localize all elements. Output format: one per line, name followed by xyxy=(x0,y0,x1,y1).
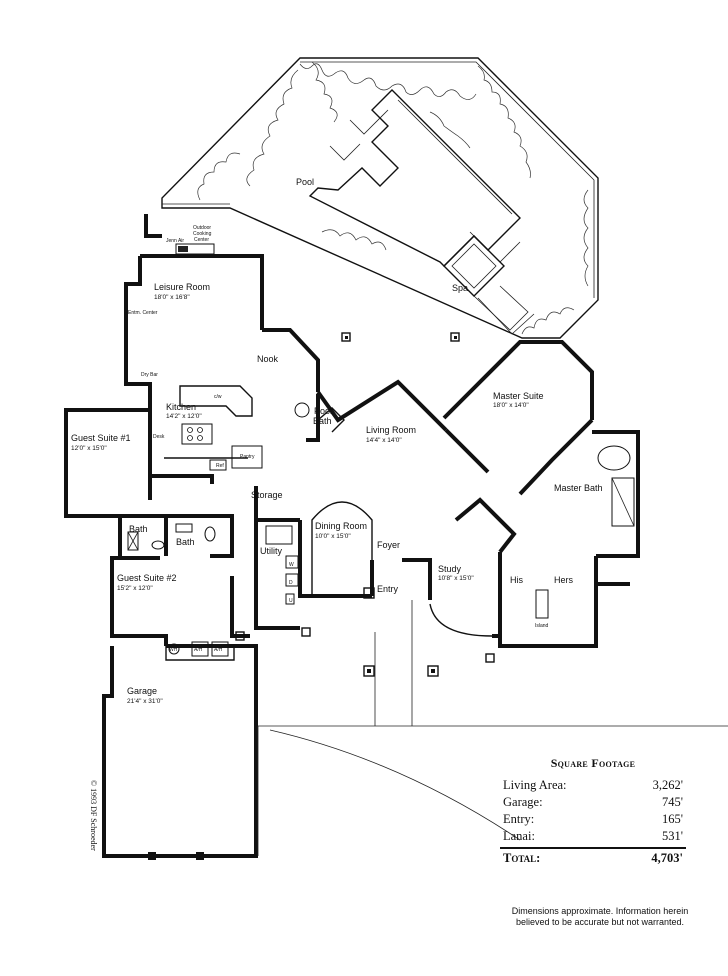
air-handler-1-label: A/H xyxy=(194,647,203,653)
entry-name: Entry xyxy=(377,584,399,594)
study-name: Study xyxy=(438,564,462,574)
leisure-room-name: Leisure Room xyxy=(154,282,210,292)
bath-a-name: Bath xyxy=(129,524,148,534)
pantry-label: Pantry xyxy=(240,454,255,460)
kitchen-name: Kitchen xyxy=(166,402,196,412)
sqft-row-total: Total: 4,703' xyxy=(500,847,686,867)
sqft-row-garage: Garage: 745' xyxy=(500,794,686,811)
cw-label: c/w xyxy=(214,394,222,400)
disclaimer-line2: believed to be accurate but not warrante… xyxy=(515,917,685,927)
sqft-value: 531' xyxy=(661,829,683,843)
master-bath-fixtures xyxy=(535,445,635,619)
leisure-room-dims: 18'0" x 16'8" xyxy=(154,294,190,301)
disclaimer-line1: Dimensions approximate. Information here… xyxy=(511,906,689,916)
sqft-row-lanai: Lanai: 531' xyxy=(500,828,686,845)
living-room-dims: 14'4" x 14'0" xyxy=(366,437,402,444)
washer-label: W xyxy=(289,562,294,568)
entm-center-label: Entm. Center xyxy=(128,310,158,316)
outdoor-cooking-line2: Cooking xyxy=(193,231,212,237)
storage-name: Storage xyxy=(251,490,283,500)
sqft-label: Entry: xyxy=(503,812,535,826)
room-labels: Leisure Room 18'0" x 16'8" Entm. Center … xyxy=(71,282,603,705)
square-footage-table: Square Footage Living Area: 3,262' Garag… xyxy=(500,756,686,867)
his-name: His xyxy=(510,575,523,585)
copyright-text: © 1993 DF Schroeder xyxy=(89,780,98,851)
jenn-air-label: Jenn Air xyxy=(166,238,184,244)
dryer-label: D xyxy=(289,580,293,586)
sqft-total-value: 4,703' xyxy=(651,851,683,865)
kitchen-fixtures xyxy=(164,385,263,471)
guest-bath-fixtures xyxy=(127,523,299,657)
entry-porch xyxy=(148,587,728,860)
sqft-total-label: Total: xyxy=(503,851,541,865)
ref-label: Ref xyxy=(216,463,224,469)
guest-suite-2-dims: 15'2" x 12'0" xyxy=(117,585,153,592)
sqft-value: 165' xyxy=(661,812,683,826)
hers-name: Hers xyxy=(554,575,574,585)
spa xyxy=(443,235,535,335)
sqft-row-entry: Entry: 165' xyxy=(500,811,686,828)
utility-name: Utility xyxy=(260,546,282,556)
pool-bath-line2: Bath xyxy=(313,416,332,426)
copyright-notice: © 1993 DF Schroeder xyxy=(86,780,100,860)
pool-bath-line1: Pool xyxy=(314,406,332,416)
house-walls xyxy=(64,254,640,858)
foyer-name: Foyer xyxy=(377,540,400,550)
lanai xyxy=(161,57,599,339)
master-suite-dims: 18'0" x 14'0" xyxy=(493,402,529,409)
sqft-label: Garage: xyxy=(503,795,543,809)
master-bath-name: Master Bath xyxy=(554,483,603,493)
living-room-name: Living Room xyxy=(366,425,416,435)
pool-bath-fixtures xyxy=(294,402,345,433)
nook-name: Nook xyxy=(257,354,279,364)
sqft-value: 3,262' xyxy=(652,778,683,792)
outdoor-cooking-line3: Center xyxy=(194,237,209,243)
desk-label: Desk xyxy=(153,434,165,440)
garage-dims: 21'4" x 31'0" xyxy=(127,698,163,705)
pool-label: Pool xyxy=(296,177,314,187)
sqft-row-living: Living Area: 3,262' xyxy=(500,777,686,794)
sqft-value: 745' xyxy=(661,795,683,809)
study-dims: 10'8" x 15'0" xyxy=(438,575,474,582)
guest-suite-2-name: Guest Suite #2 xyxy=(117,573,177,583)
sqft-label: Living Area: xyxy=(503,778,567,792)
spa-label: Spa xyxy=(452,283,468,293)
dining-room-dims: 10'0" x 15'0" xyxy=(315,533,351,540)
guest-suite-1-dims: 12'0" x 15'0" xyxy=(71,445,107,452)
pool xyxy=(308,61,521,267)
disclaimer: Dimensions approximate. Information here… xyxy=(500,906,700,928)
sqft-label: Lanai: xyxy=(503,829,535,843)
dining-room-name: Dining Room xyxy=(315,521,367,531)
island-label: Island xyxy=(535,623,549,629)
bath-b-name: Bath xyxy=(176,537,195,547)
square-footage-title: Square Footage xyxy=(550,756,636,770)
master-suite-name: Master Suite xyxy=(493,391,544,401)
kitchen-dims: 14'2" x 12'0" xyxy=(166,413,202,420)
water-heater-label: WH xyxy=(169,647,178,653)
outdoor-cooking-line1: Outdoor xyxy=(193,225,211,231)
garage-name: Garage xyxy=(127,686,157,696)
dry-bar-label: Dry Bar xyxy=(141,372,158,378)
guest-suite-1-name: Guest Suite #1 xyxy=(71,433,131,443)
utility-sink-label: U xyxy=(289,598,293,604)
air-handler-2-label: A/H xyxy=(214,647,223,653)
lanai-columns xyxy=(341,332,460,342)
